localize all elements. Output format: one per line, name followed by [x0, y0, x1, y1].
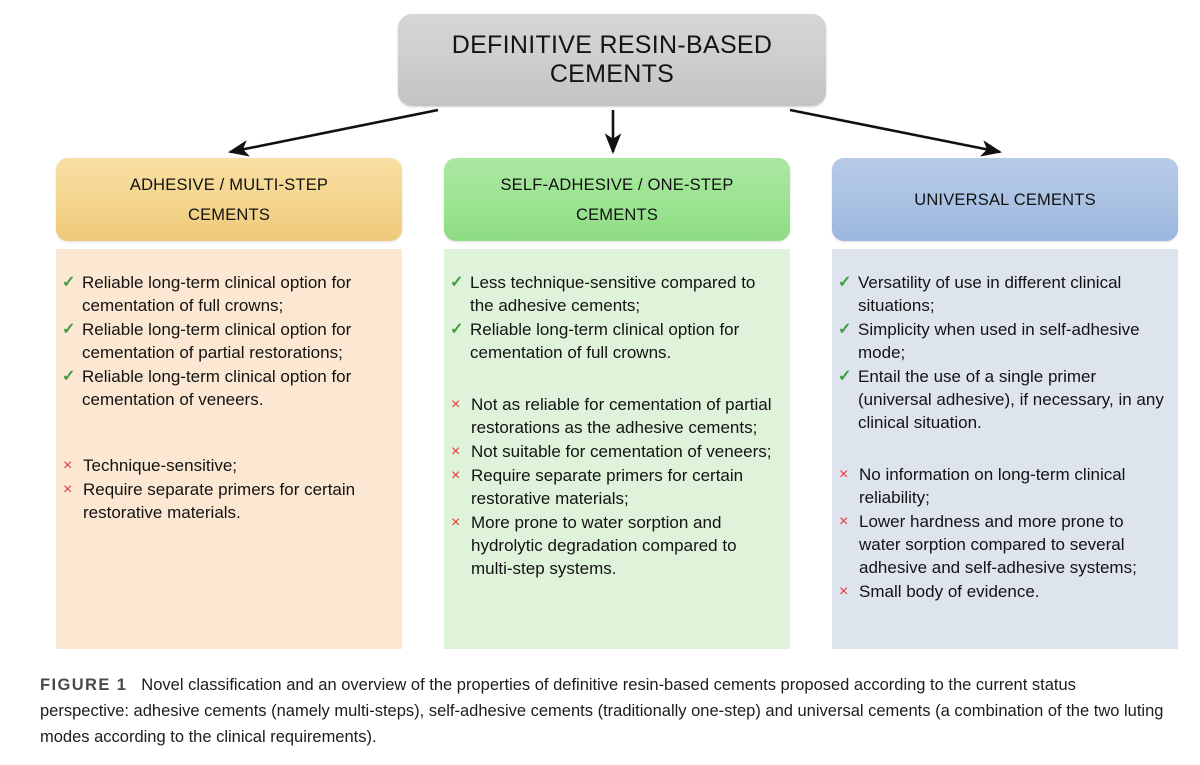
list-item: ✓ Reliable long-term clinical option for…: [60, 365, 388, 411]
arrow-to-adhesive-column: [227, 108, 439, 157]
list-item: × Lower hardness and more prone to water…: [836, 510, 1164, 579]
cross-icon: ×: [839, 513, 849, 530]
cross-icon: ×: [451, 467, 461, 484]
list-item-text: Lower hardness and more prone to water s…: [859, 512, 1137, 577]
list-item: × Not suitable for cementation of veneer…: [448, 440, 776, 463]
root-node-definitive-resin-based-cements: DEFINITIVE RESIN-BASED CEMENTS: [398, 14, 826, 106]
check-icon: ✓: [62, 368, 76, 385]
column-body-universal: ✓ Versatility of use in different clinic…: [832, 249, 1178, 649]
cross-icon: ×: [63, 481, 73, 498]
list-item-text: No information on long-term clinical rel…: [859, 465, 1126, 507]
list-separator: [60, 412, 388, 440]
list-item-text: Technique-sensitive;: [83, 456, 238, 475]
cross-icon: ×: [839, 466, 849, 483]
list-item-text: More prone to water sorption and hydroly…: [471, 513, 737, 578]
list-item: × Require separate primers for certain r…: [60, 478, 388, 524]
column-header-label: ADHESIVE / MULTI-STEP CEMENTS: [129, 175, 329, 224]
list-item: ✓ Versatility of use in different clinic…: [836, 271, 1164, 317]
column-header-label: SELF-ADHESIVE / ONE-STEP CEMENTS: [500, 175, 734, 224]
root-node-title: DEFINITIVE RESIN-BASED CEMENTS: [451, 31, 773, 88]
column-header-universal: UNIVERSAL CEMENTS: [832, 158, 1178, 241]
list-item: × More prone to water sorption and hydro…: [448, 511, 776, 580]
cross-icon: ×: [451, 514, 461, 531]
list-item-text: Versatility of use in different clinical…: [858, 273, 1122, 315]
check-icon: ✓: [838, 274, 852, 291]
check-icon: ✓: [838, 368, 852, 385]
list-item-text: Reliable long-term clinical option for c…: [470, 320, 740, 362]
list-item: ✓ Less technique-sensitive compared to t…: [448, 271, 776, 317]
list-item: × Small body of evidence.: [836, 580, 1164, 603]
list-item-text: Not suitable for cementation of veneers;: [471, 442, 772, 461]
list-item-text: Not as reliable for cementation of parti…: [471, 395, 772, 437]
cross-icon: ×: [63, 457, 73, 474]
cross-icon: ×: [451, 443, 461, 460]
list-separator-extra: [60, 440, 388, 454]
check-icon: ✓: [450, 274, 464, 291]
cross-icon: ×: [451, 396, 461, 413]
check-icon: ✓: [62, 274, 76, 291]
list-item: × Not as reliable for cementation of par…: [448, 393, 776, 439]
list-item-text: Reliable long-term clinical option for c…: [82, 273, 352, 315]
list-item-text: Reliable long-term clinical option for c…: [82, 367, 352, 409]
list-item-text: Small body of evidence.: [859, 582, 1040, 601]
cons-list-universal: × No information on long-term clinical r…: [836, 463, 1164, 603]
list-item: ✓ Reliable long-term clinical option for…: [448, 318, 776, 364]
column-header-self-adhesive: SELF-ADHESIVE / ONE-STEP CEMENTS: [444, 158, 790, 241]
list-item: ✓ Reliable long-term clinical option for…: [60, 318, 388, 364]
cross-icon: ×: [839, 583, 849, 600]
column-header-adhesive: ADHESIVE / MULTI-STEP CEMENTS: [56, 158, 402, 241]
arrow-to-universal-column: [789, 108, 1003, 157]
list-item-text: Less technique-sensitive compared to the…: [470, 273, 756, 315]
list-separator: [448, 365, 776, 393]
list-item-text: Entail the use of a single primer (unive…: [858, 367, 1164, 432]
column-universal-cements: UNIVERSAL CEMENTS ✓ Versatility of use i…: [820, 158, 1190, 649]
check-icon: ✓: [62, 321, 76, 338]
pros-list-self-adhesive: ✓ Less technique-sensitive compared to t…: [448, 271, 776, 364]
pros-list-universal: ✓ Versatility of use in different clinic…: [836, 271, 1164, 434]
column-adhesive-multi-step-cements: ADHESIVE / MULTI-STEP CEMENTS ✓ Reliable…: [44, 158, 414, 649]
list-item-text: Require separate primers for certain res…: [471, 466, 744, 508]
column-body-self-adhesive: ✓ Less technique-sensitive compared to t…: [444, 249, 790, 649]
check-icon: ✓: [450, 321, 464, 338]
check-icon: ✓: [838, 321, 852, 338]
list-item: ✓ Reliable long-term clinical option for…: [60, 271, 388, 317]
column-header-label: UNIVERSAL CEMENTS: [914, 190, 1096, 209]
cons-list-self-adhesive: × Not as reliable for cementation of par…: [448, 393, 776, 580]
figure-caption-label: FIGURE 1: [40, 676, 128, 694]
figure-caption-text: Novel classification and an overview of …: [40, 676, 1164, 746]
list-item-text: Simplicity when used in self-adhesive mo…: [858, 320, 1140, 362]
list-item-text: Reliable long-term clinical option for c…: [82, 320, 352, 362]
column-self-adhesive-one-step-cements: SELF-ADHESIVE / ONE-STEP CEMENTS ✓ Less …: [432, 158, 802, 649]
list-item-text: Require separate primers for certain res…: [83, 480, 356, 522]
list-item: × Technique-sensitive;: [60, 454, 388, 477]
pros-list-adhesive: ✓ Reliable long-term clinical option for…: [60, 271, 388, 411]
list-item: ✓ Simplicity when used in self-adhesive …: [836, 318, 1164, 364]
list-separator: [836, 435, 1164, 463]
cons-list-adhesive: × Technique-sensitive; × Require separat…: [60, 454, 388, 524]
list-item: ✓ Entail the use of a single primer (uni…: [836, 365, 1164, 434]
list-item: × No information on long-term clinical r…: [836, 463, 1164, 509]
list-item: × Require separate primers for certain r…: [448, 464, 776, 510]
column-body-adhesive: ✓ Reliable long-term clinical option for…: [56, 249, 402, 649]
